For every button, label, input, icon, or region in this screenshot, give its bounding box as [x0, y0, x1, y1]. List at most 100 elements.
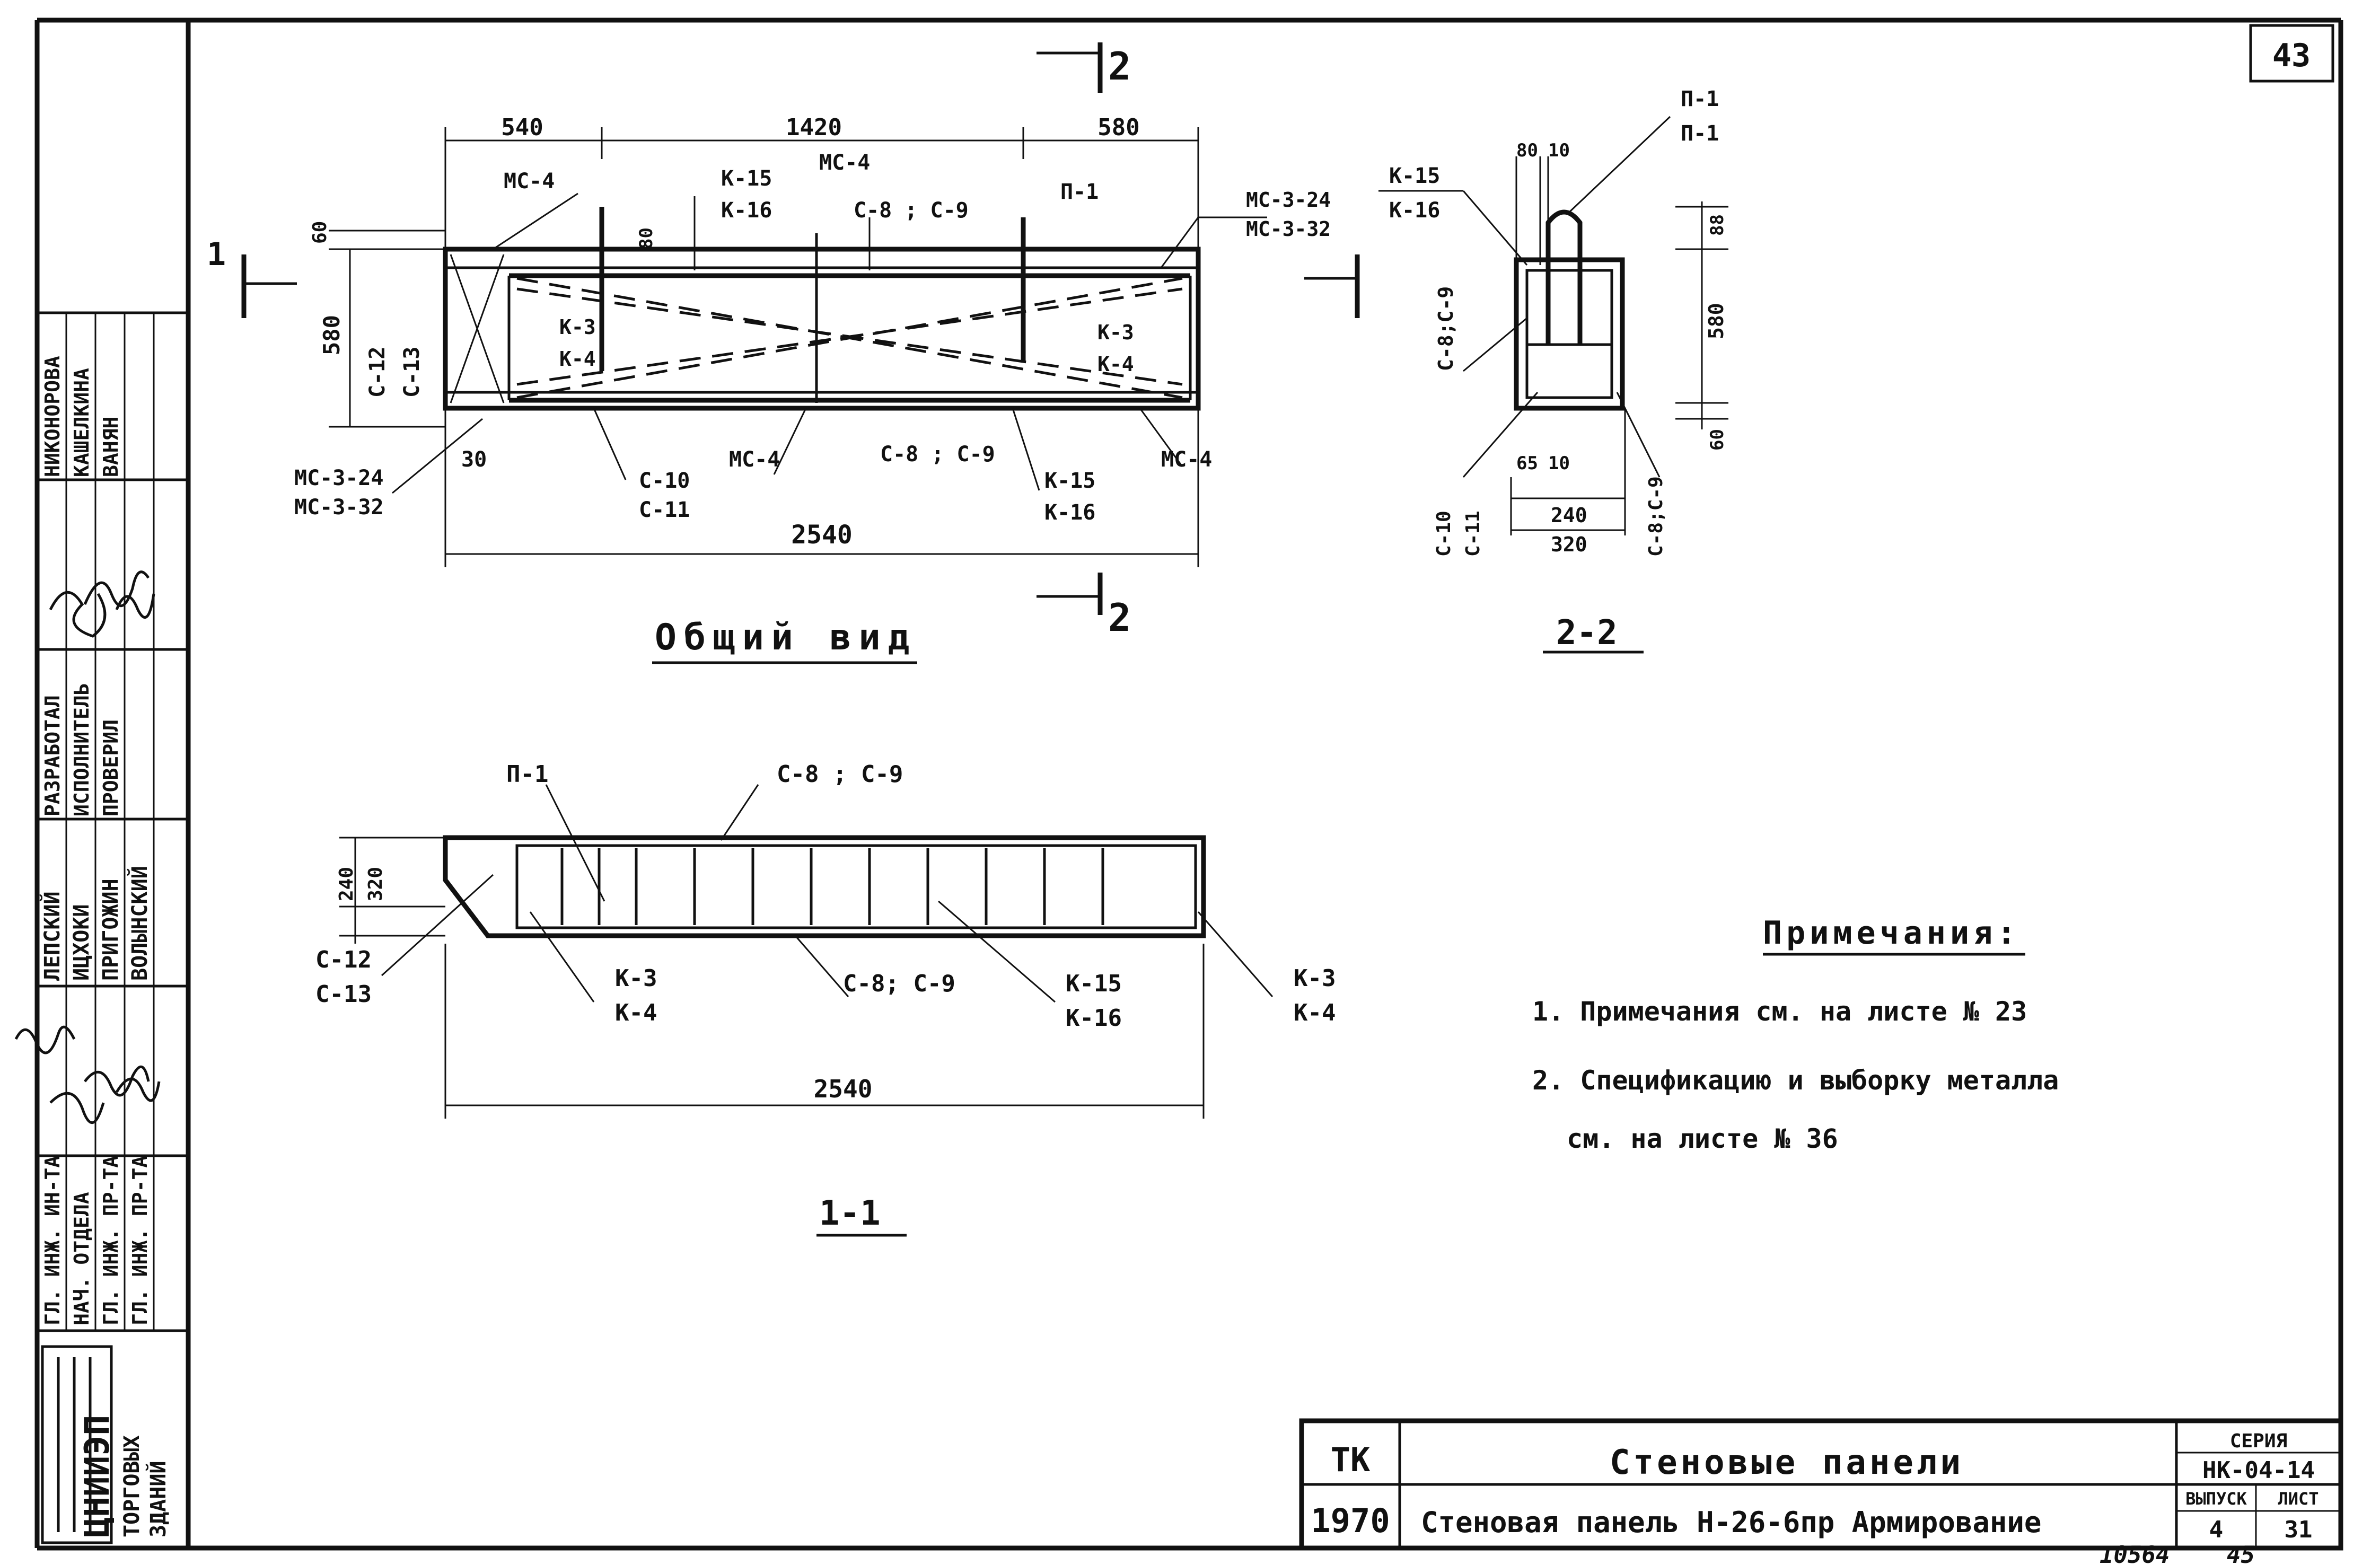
series-value: НК-04-14 [2202, 1457, 2315, 1484]
org-name: ЦНИИЭП [78, 1415, 117, 1537]
notes-line-1: 1. Примечания см. на листе № 23 [1532, 996, 2027, 1027]
s22-c8c9-right: С-8;С-9 [1645, 476, 1667, 557]
general-view-drawing [241, 42, 1360, 664]
label-ms4-b: МС-4 [819, 151, 870, 175]
label-ms4-a: МС-4 [504, 169, 555, 194]
notes-heading: Примечания: [1763, 915, 2020, 952]
notes-line-2: 2. Спецификацию и выборку металла [1532, 1065, 2059, 1096]
s22-c10: С-10 [1433, 511, 1455, 557]
sheet-label: ЛИСТ [2278, 1489, 2318, 1509]
title-line-1: Стеновые панели [1610, 1443, 1964, 1482]
general-view-title: Общий вид [655, 617, 917, 658]
dim-580-top: 580 [1097, 114, 1139, 141]
stamp-name-1: ЛЕПСКИЙ [39, 891, 65, 981]
s11-k16: К-16 [1066, 1005, 1122, 1032]
page-number: 43 [2272, 37, 2311, 74]
s11-c13: С-13 [315, 981, 372, 1008]
label-ms324-a: МС-3-24 [1246, 188, 1331, 212]
stamp-name-3: ПРИГОЖИН [99, 878, 123, 981]
stamp-role-1: ГЛ. ИНЖ. ИН-ТА [41, 1156, 64, 1325]
s11-p1: П-1 [506, 761, 548, 788]
label-ms332-a: МС-3-32 [1246, 217, 1331, 241]
label-k3-a: К-3 [559, 315, 596, 339]
title-tk: ТК [1331, 1440, 1371, 1479]
s11-c12: С-12 [315, 946, 372, 973]
stamp-name-2: ИЦХОКИ [69, 904, 94, 981]
sheet-frame [34, 17, 2343, 1551]
section-11-title: 1-1 [819, 1194, 881, 1233]
s22-d10: 10 [1548, 140, 1570, 161]
org-line-2: ТОРГОВЫХ [120, 1435, 144, 1537]
s11-c8c9-bottom: С-8; С-9 [843, 970, 955, 997]
s22-d80: 80 [1516, 140, 1538, 161]
section-mark-2-bottom: 2 [1108, 595, 1131, 640]
label-k16-a: К-16 [721, 198, 772, 223]
stamp-role-4: ГЛ. ИНЖ. ПР-ТА [128, 1156, 152, 1325]
dim-2540-general: 2540 [791, 520, 853, 550]
dim-30: 30 [461, 447, 487, 472]
notes-line-3: см. на листе № 36 [1567, 1123, 1838, 1154]
s22-d65: 65 [1516, 453, 1538, 474]
stamp-role-2: НАЧ. ОТДЕЛА [70, 1192, 93, 1325]
label-ms4-d: МС-4 [1161, 447, 1212, 472]
stamp-role-5: РАЗРАБОТАЛ [41, 695, 64, 816]
label-c10: С-10 [639, 469, 690, 493]
dim-60: 60 [309, 221, 331, 244]
issue-value: 4 [2209, 1516, 2224, 1543]
stamp-role-3: ГЛ. ИНЖ. ПР-ТА [99, 1156, 122, 1325]
section-mark-1-left: 1 [207, 236, 226, 273]
s22-d240: 240 [1551, 504, 1587, 527]
s11-k4-a: К-4 [615, 999, 657, 1026]
label-ms4-c: МС-4 [729, 447, 780, 472]
section-22-title: 2-2 [1556, 613, 1618, 653]
label-ms324-b: МС-3-24 [294, 466, 384, 490]
s11-k3-a: К-3 [615, 965, 657, 992]
dim-580-height: 580 [319, 315, 345, 355]
org-logo [41, 1345, 113, 1544]
label-k3-b: К-3 [1097, 321, 1134, 344]
s22-k15: К-15 [1389, 164, 1440, 188]
stamp-name-4: ВОЛЫНСКИЙ [127, 866, 152, 981]
signatures [14, 570, 161, 1124]
s22-d88: 88 [1707, 214, 1728, 236]
label-ms332-b: МС-3-32 [294, 495, 384, 520]
stamp-role-6: ИСПОЛНИТЕЛЬ [70, 683, 93, 816]
stamp-name-7: ВАНЯН [99, 417, 122, 477]
s22-p1-top: П-1 [1681, 87, 1719, 111]
dim-1420: 1420 [786, 114, 842, 141]
label-c12: С-12 [365, 347, 390, 398]
section-mark-2-top: 2 [1108, 44, 1131, 89]
bottom-number-left: 10564 [2100, 1542, 2170, 1565]
label-k16-b: К-16 [1044, 500, 1095, 525]
label-k15-a: К-15 [721, 166, 772, 191]
section-22-drawing [1378, 116, 1728, 654]
s22-d60: 60 [1707, 429, 1728, 451]
dim-80: 80 [636, 227, 657, 249]
sheet-value: 31 [2285, 1516, 2313, 1543]
s22-d580: 580 [1705, 303, 1728, 339]
s11-c8c9-top: С-8 ; С-9 [777, 761, 903, 788]
section-11-drawing [339, 784, 1274, 1237]
org-line-3: ЗДАНИЙ [145, 1461, 171, 1538]
bottom-number-right: 45 [2227, 1542, 2255, 1565]
series-label: СЕРИЯ [2230, 1430, 2287, 1452]
label-k4-b: К-4 [1097, 353, 1134, 376]
stamp-name-6: КАШЕЛКИНА [70, 368, 93, 477]
dim-540: 540 [501, 114, 543, 141]
label-c11: С-11 [639, 498, 690, 522]
stamp-name-5: НИКОНОРОВА [41, 356, 64, 477]
s22-c8c9-left: С-8;С-9 [1434, 286, 1457, 371]
label-p1: П-1 [1060, 180, 1099, 204]
label-c13: С-13 [400, 347, 424, 398]
s11-d2540: 2540 [814, 1075, 873, 1103]
title-line-2: Стеновая панель Н-26-6пр Армирование [1421, 1506, 2041, 1539]
s11-k15: К-15 [1066, 970, 1122, 997]
s11-d240: 240 [336, 867, 357, 901]
s22-k16: К-16 [1389, 198, 1440, 223]
s11-d320: 320 [365, 867, 387, 901]
s22-c11: С-11 [1462, 511, 1484, 557]
label-c8c9-a: С-8 ; С-9 [854, 198, 969, 223]
s22-d10b: 10 [1548, 453, 1570, 474]
